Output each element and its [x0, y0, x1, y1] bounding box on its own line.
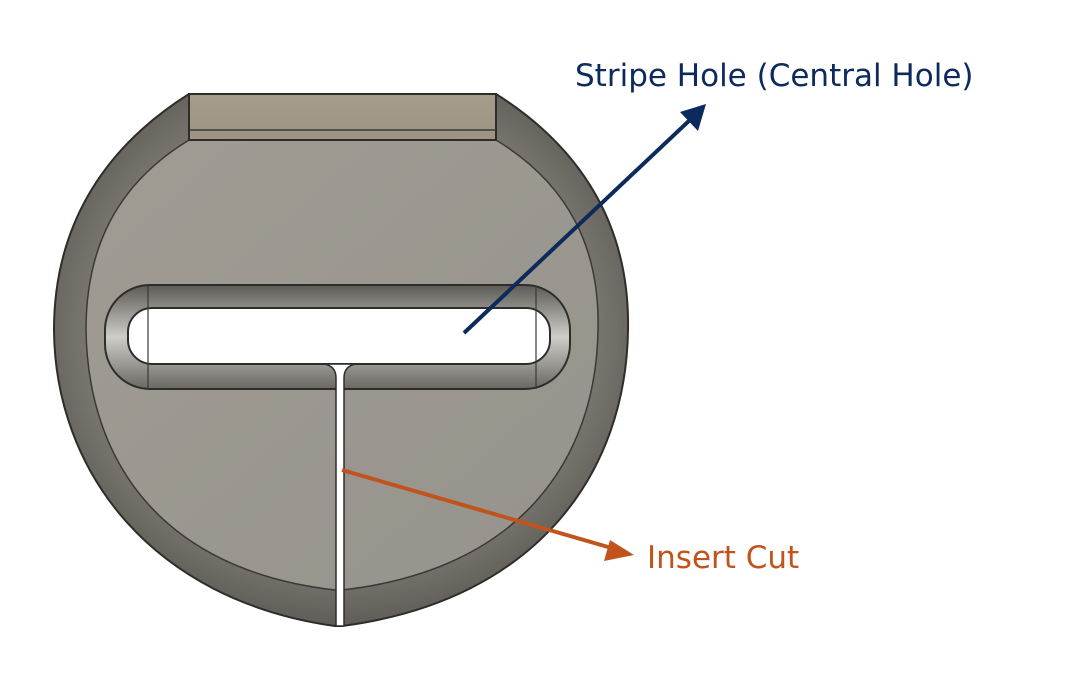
insert-cut-arrow-line	[341, 468, 616, 551]
stripe-hole	[127, 307, 551, 365]
stripe-hole-arrow-head	[680, 104, 706, 131]
top-tab	[188, 93, 497, 141]
stripe-hole-arrow-line	[462, 116, 694, 335]
insert-cut	[323, 363, 357, 627]
stripe-hole-label: Stripe Hole (Central Hole)	[575, 58, 974, 94]
insert-cut-arrow-head	[604, 540, 634, 561]
insert-cut-label: Insert Cut	[647, 540, 800, 576]
